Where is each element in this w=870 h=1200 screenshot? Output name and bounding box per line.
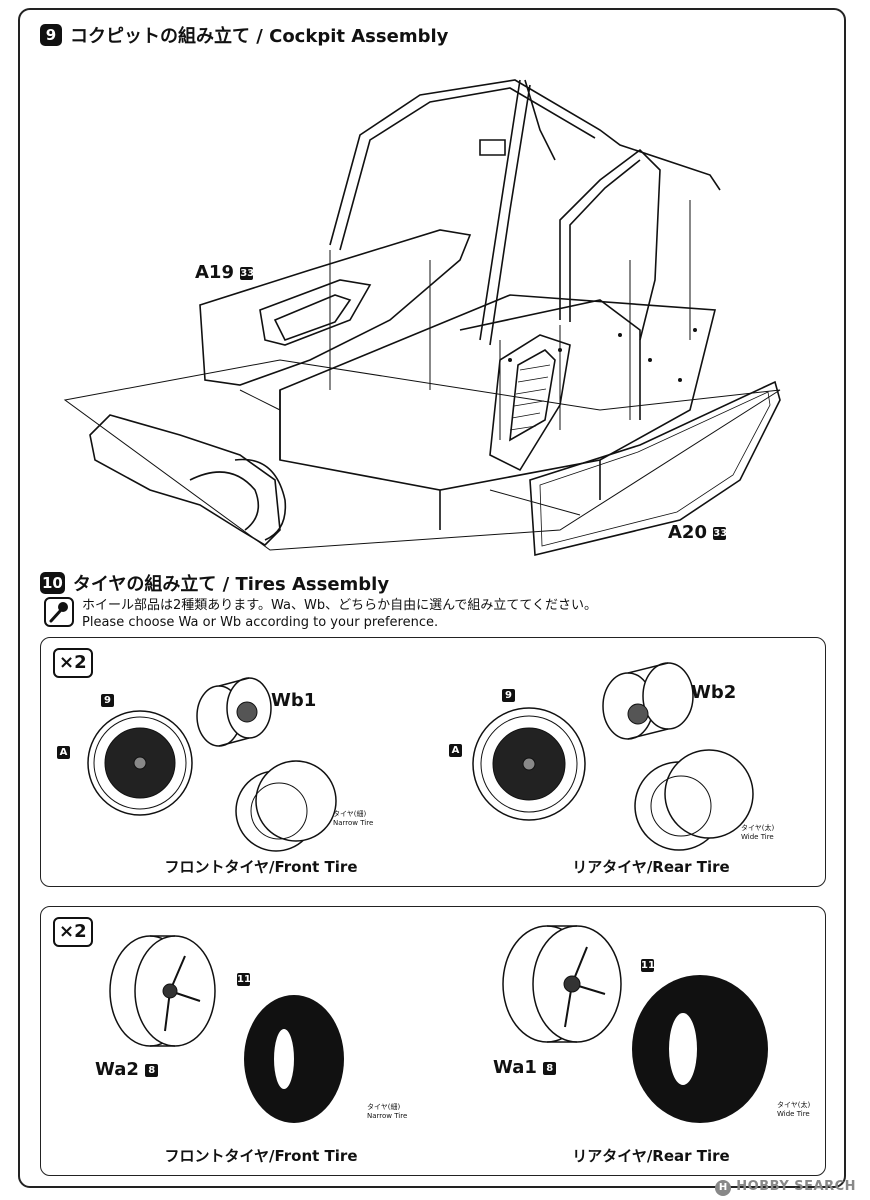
step9-title: 9 コクピットの組み立て / Cockpit Assembly <box>40 22 448 48</box>
front-narrow-tire <box>235 760 337 852</box>
part-9-rear: 9 <box>502 685 515 704</box>
part-a-rear: A <box>449 740 462 759</box>
panel-wa-wheels: ×2 11 Wa2 8 タイヤ(細)Narrow Tire フロントタイヤ/Fr… <box>40 906 826 1176</box>
step10-title: 10 タイヤの組み立て / Tires Assembly <box>40 570 389 596</box>
wa2-wheel-rim <box>109 935 216 1047</box>
wheel-label-wa1: Wa1 8 <box>493 1057 557 1078</box>
wheel-label-wb2: Wb2 <box>691 682 737 703</box>
caption-front-tire-wb: フロントタイヤ/Front Tire <box>164 858 358 876</box>
front-tire-assembled <box>87 710 193 816</box>
caption-rear-tire-wb: リアタイヤ/Rear Tire <box>572 858 730 876</box>
page-frame <box>18 8 846 1188</box>
part-label-a20: A20 33 <box>668 522 728 543</box>
caption-front-tire-wa: フロントタイヤ/Front Tire <box>164 1147 358 1165</box>
part-a20-name: A20 <box>668 522 707 543</box>
watermark-text: HOBBY SEARCH <box>736 1179 856 1194</box>
cockpit-illustration <box>63 79 781 557</box>
part-label-a19: A19 33 <box>195 262 255 283</box>
wheel-label-wb1: Wb1 <box>271 690 317 711</box>
rear-wide-tire-black <box>632 975 768 1123</box>
part-a20-code: 33 <box>713 526 728 540</box>
part-a-front: A <box>57 742 70 761</box>
front-tire-type-wa: タイヤ(細)Narrow Tire <box>367 1103 408 1120</box>
note-text: ホイール部品は2種類あります。Wa、Wb、どちらか自由に選んで組み立ててください… <box>82 597 597 631</box>
watermark: H HOBBY SEARCH <box>715 1179 856 1196</box>
part-11-rear: 11 <box>641 959 655 972</box>
step10-badge: 10 <box>40 572 65 594</box>
wb2-wheel-rim <box>602 662 694 740</box>
note: ホイール部品は2種類あります。Wa、Wb、どちらか自由に選んで組み立ててください… <box>44 597 597 631</box>
part-a19-name: A19 <box>195 262 234 283</box>
part-a19-code: 33 <box>240 266 255 280</box>
rear-tire-type-wa: タイヤ(太)Wide Tire <box>777 1101 811 1118</box>
watermark-logo-icon: H <box>715 1180 732 1196</box>
part-11-front: 11 <box>237 973 251 986</box>
panel-wb-wheels: ×2 9 A Wb1 タイヤ(細)Narrow Tire フロントタイヤ/Fro… <box>40 637 826 887</box>
step10-heading: タイヤの組み立て / Tires Assembly <box>72 574 390 595</box>
note-en: Please choose Wa or Wb according to your… <box>82 615 439 630</box>
multiplier-badge: ×2 <box>53 917 93 947</box>
wheel-label-wa2: Wa2 8 <box>95 1059 159 1080</box>
front-tire-type: タイヤ(細)Narrow Tire <box>333 810 374 827</box>
rear-wide-tire <box>634 749 754 851</box>
note-jp: ホイール部品は2種類あります。Wa、Wb、どちらか自由に選んで組み立ててください… <box>82 598 598 613</box>
caption-rear-tire-wa: リアタイヤ/Rear Tire <box>572 1147 730 1165</box>
part-9-front: 9 <box>101 690 114 709</box>
step9-heading: コクピットの組み立て / Cockpit Assembly <box>70 26 449 47</box>
wb1-wheel-rim <box>196 677 272 747</box>
multiplier-badge: ×2 <box>53 648 93 678</box>
wa1-wheel-rim <box>502 925 622 1043</box>
step9-badge: 9 <box>40 24 62 46</box>
rear-tire-assembled <box>472 707 586 821</box>
rear-tire-type: タイヤ(太)Wide Tire <box>741 824 775 841</box>
front-narrow-tire-black <box>244 995 344 1123</box>
pen-icon <box>44 597 74 627</box>
